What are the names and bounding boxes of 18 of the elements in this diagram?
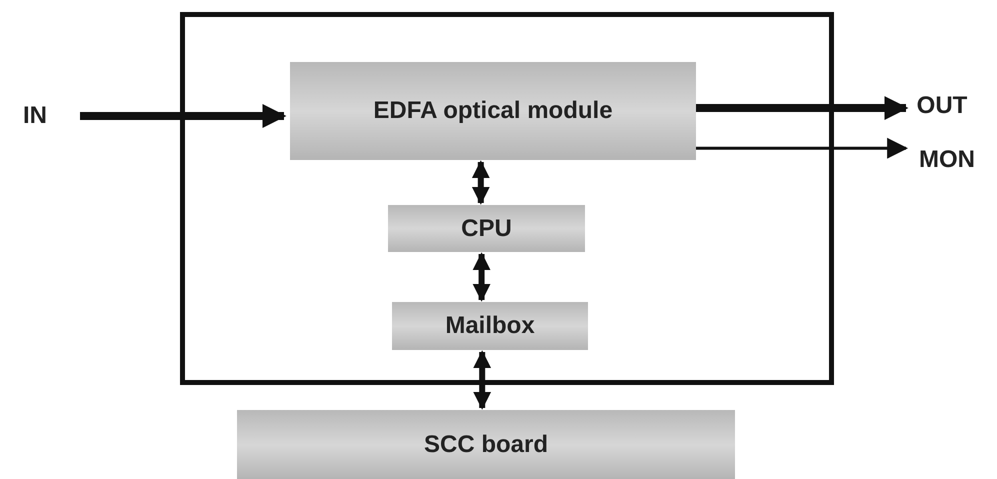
block-label: Mailbox xyxy=(445,312,535,340)
arrow xyxy=(696,138,908,159)
arrow xyxy=(696,96,908,120)
module-block xyxy=(290,62,696,160)
block-label: SCC board xyxy=(424,430,548,458)
cpu-block xyxy=(388,205,585,252)
input-label: IN xyxy=(23,102,47,130)
block-label: EDFA optical module xyxy=(373,97,613,125)
enclosure-frame xyxy=(180,12,834,385)
mailbox-block xyxy=(392,302,588,350)
arrow xyxy=(80,104,286,128)
double-arrow xyxy=(473,350,492,410)
double-arrow xyxy=(472,160,490,205)
board-block xyxy=(237,410,735,479)
double-arrow xyxy=(472,252,491,302)
output-label: OUT xyxy=(916,92,968,120)
monitor-label: MON xyxy=(919,146,975,174)
block-label: CPU xyxy=(461,214,512,242)
